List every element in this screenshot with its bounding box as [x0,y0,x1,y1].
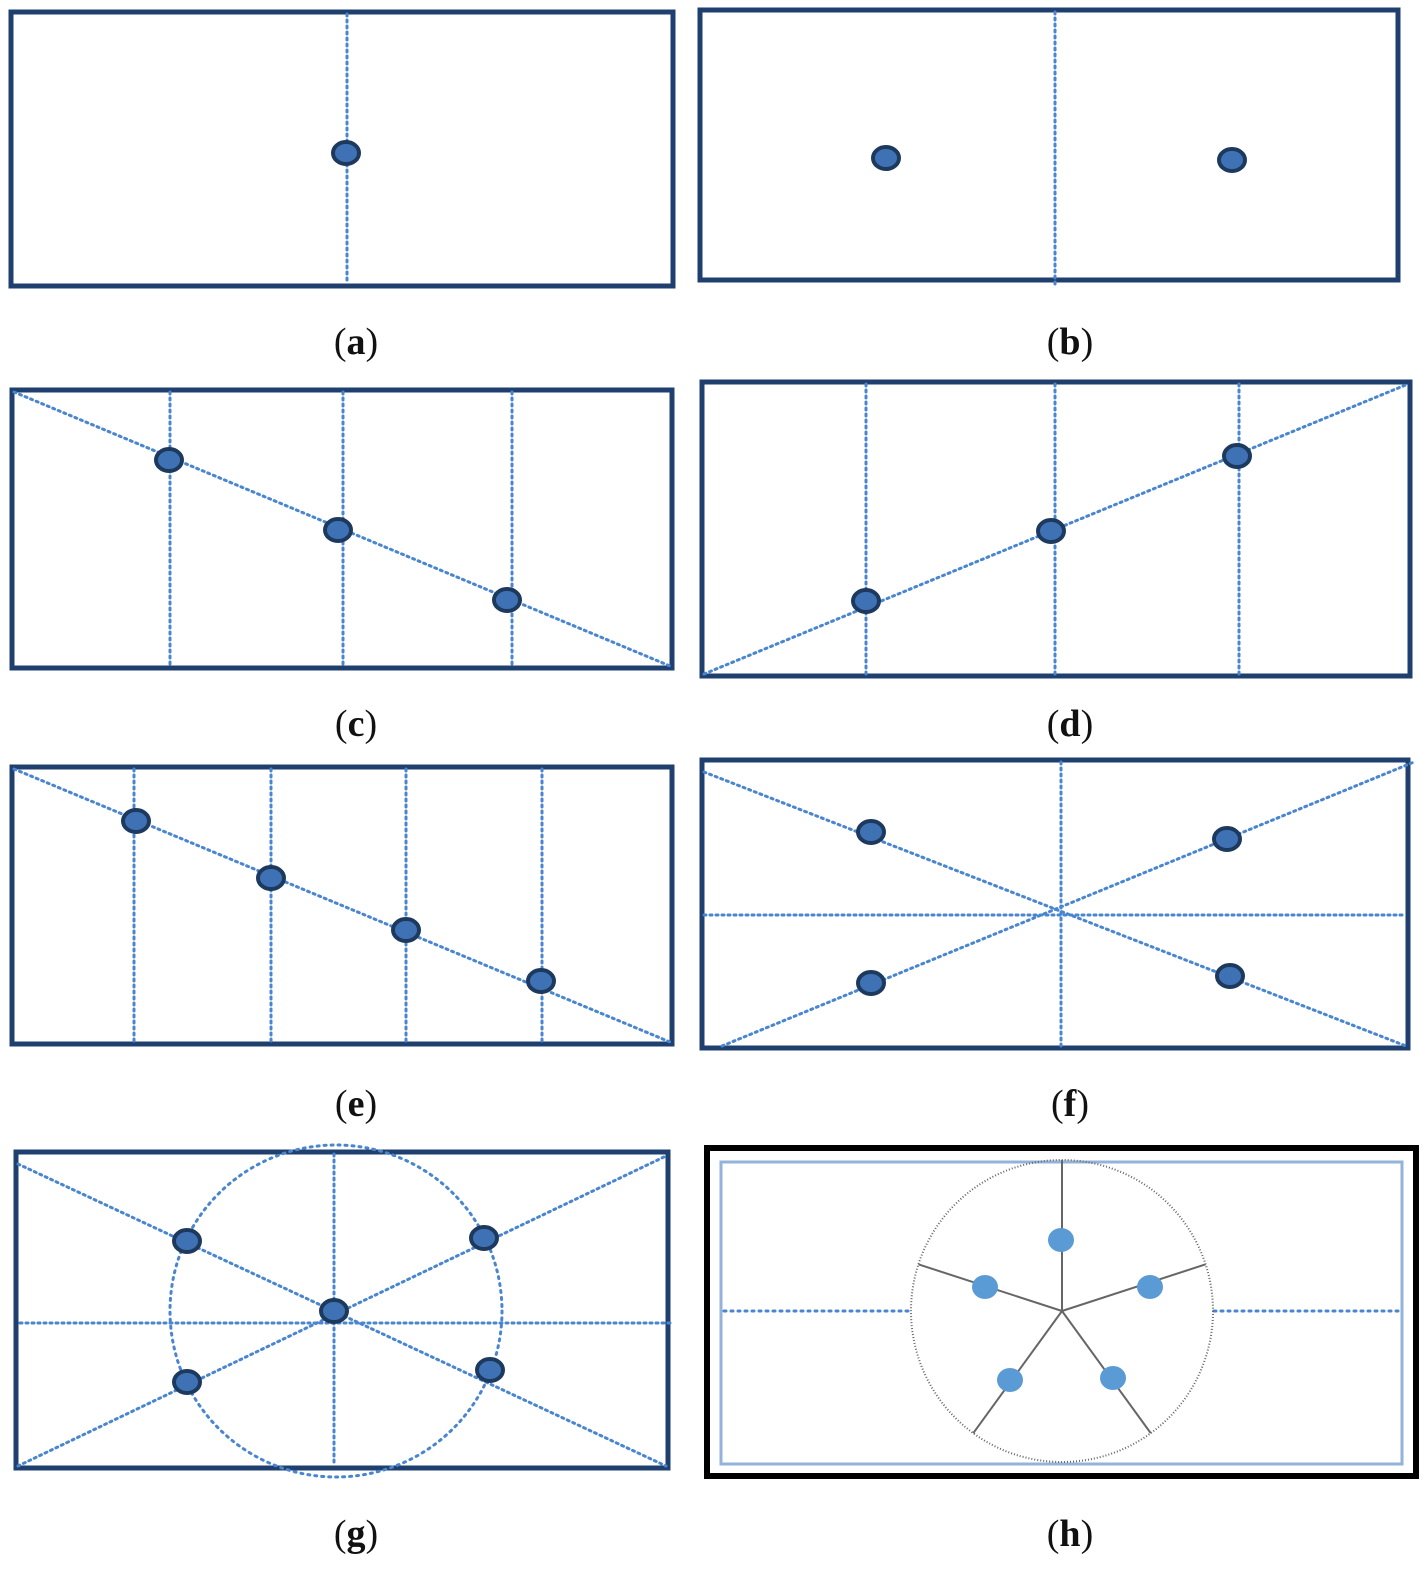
caption-h-letter: h [1059,1513,1081,1555]
panel-f-diagonal-line-up [720,760,1416,1048]
panel-h-dot-3 [1100,1366,1126,1390]
panel-h-dot-1 [1048,1228,1074,1252]
caption-d: (d) [1046,703,1094,745]
panel-e-dot-4 [526,968,556,994]
panel-f-frame [699,757,1411,1051]
panel-e-dot-2 [256,865,286,891]
panel-d-dot-2 [1036,518,1066,544]
panel-e-frame [9,764,675,1047]
panel-e-dot-1 [121,808,151,834]
panel-h-dot-2 [1137,1275,1163,1299]
panel-f-dot-1 [856,819,886,845]
panel-d-dot-1 [851,588,881,614]
panel-g-dot-3 [172,1369,202,1395]
caption-d-letter: d [1059,703,1081,745]
panel-h-dot-5 [972,1275,998,1299]
panel-g-dot-center [319,1298,349,1324]
panel-h-outer-frame [704,1145,1419,1479]
caption-c-letter: c [347,703,365,745]
caption-g: (g) [333,1513,379,1555]
panel-g-frame [13,1149,671,1471]
panel-c-frame [9,387,675,671]
caption-g-letter: g [346,1513,366,1555]
caption-e: (e) [334,1083,378,1125]
panel-c-dot-3 [492,587,522,613]
panel-c-dot-2 [323,517,353,543]
panel-d-dot-3 [1222,443,1252,469]
caption-b-letter: b [1059,321,1081,363]
panel-d-frame [699,379,1413,679]
panel-a-frame [8,9,676,289]
caption-c: (c) [334,703,378,745]
caption-a-letter: a [346,321,366,363]
caption-a: (a) [333,321,379,363]
panel-g-dot-4 [475,1357,505,1383]
panel-f-dot-4 [1215,963,1245,989]
panel-c-dot-1 [154,447,184,473]
panel-e-dot-3 [391,917,421,943]
caption-e-letter: e [347,1083,365,1125]
panel-e-diagonal-line [12,767,672,1044]
caption-h: (h) [1046,1513,1094,1555]
panel-a-dot-1 [331,140,361,166]
caption-b: (b) [1046,321,1094,363]
panel-f-dot-3 [856,970,886,996]
panel-g-dot-1 [172,1228,202,1254]
panel-b-frame [697,7,1401,283]
panel-g-dot-2 [469,1225,499,1251]
caption-f-letter: f [1063,1083,1077,1125]
panel-h-dot-4 [997,1368,1023,1392]
caption-f: (f) [1051,1083,1089,1125]
panel-b-dot-2 [1217,147,1247,173]
panel-h-spoke-2 [1061,1263,1206,1312]
panel-f-dot-2 [1212,826,1242,852]
panel-b-dot-1 [871,145,901,171]
panel-g-dotted-circle [168,1143,504,1479]
